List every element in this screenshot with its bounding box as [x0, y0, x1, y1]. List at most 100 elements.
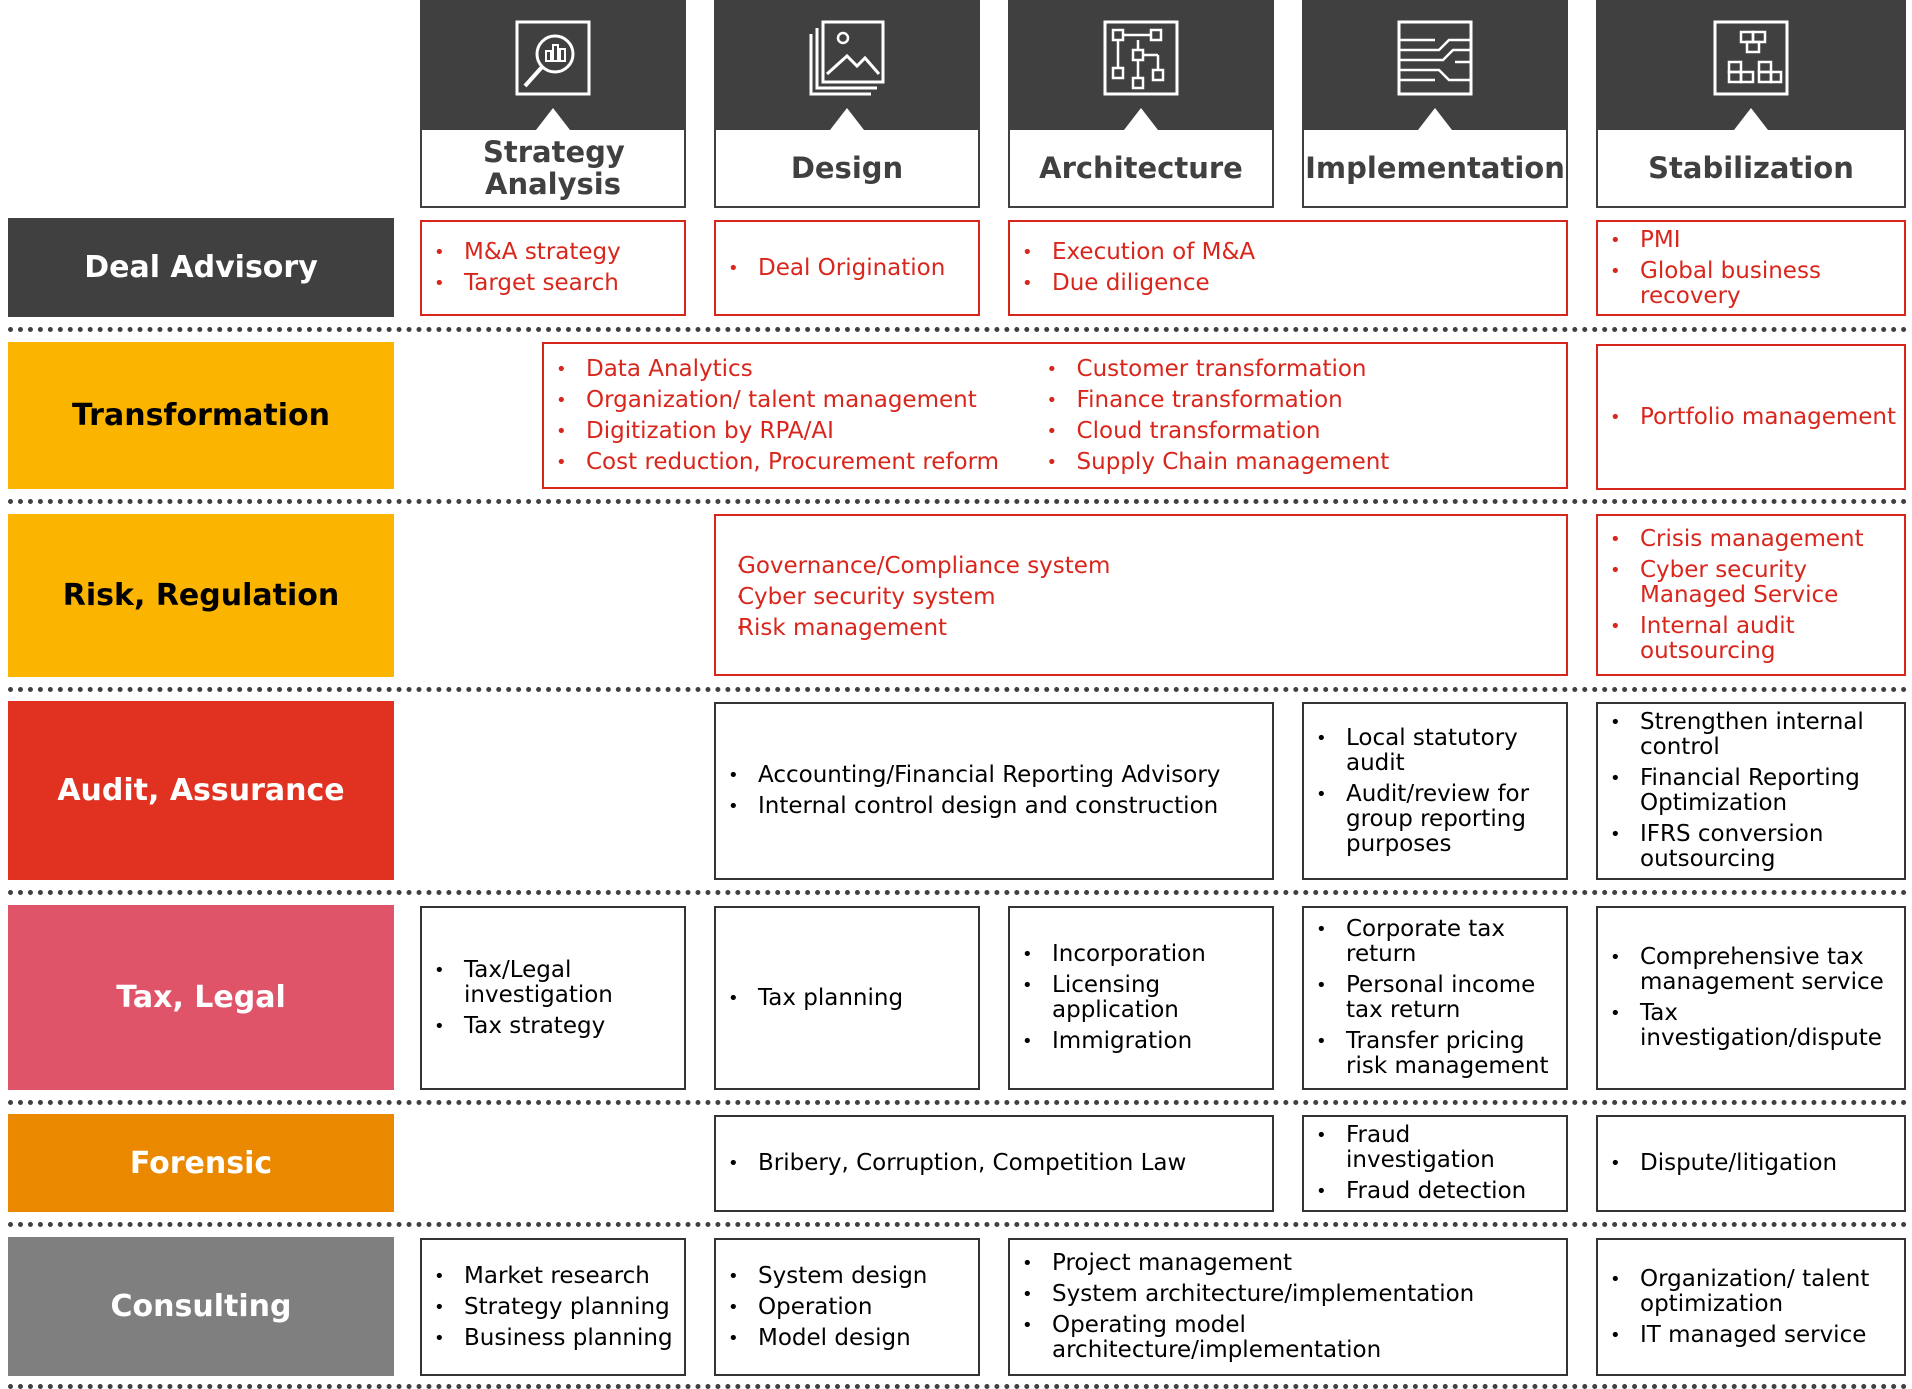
cell-transformation-stabilization: Portfolio management — [1596, 344, 1906, 490]
list-item: Model design — [716, 1325, 978, 1351]
circuit-board-icon — [1397, 20, 1473, 96]
cell-tax-architecture: IncorporationLicensing applicationImmigr… — [1008, 906, 1274, 1090]
row-label-consulting: Consulting — [8, 1237, 394, 1376]
magnifier-chart-icon — [515, 20, 591, 96]
list-item: Financial Reporting Optimization — [1598, 766, 1904, 816]
list-item: Due diligence — [1010, 271, 1566, 297]
list-item: Local statutory audit — [1304, 725, 1566, 776]
bullet-list: Tax/Legal investigationTax strategy — [422, 952, 684, 1045]
stage-header-stabilization: Stabilization — [1596, 0, 1906, 208]
bullet-list: Tax planning — [716, 980, 978, 1017]
bullet-list: Accounting/Financial Reporting AdvisoryI… — [716, 757, 1272, 825]
network-diagram-icon — [1103, 20, 1179, 96]
list-item: Internal control design and construction — [716, 794, 1272, 820]
cell-consulting-strategy: Market researchStrategy planningBusiness… — [420, 1238, 686, 1376]
bullet-list: Deal Origination — [716, 250, 978, 287]
transformation-list-right: Customer transformationFinance transform… — [1035, 351, 1566, 481]
list-item: IFRS conversion outsourcing — [1598, 822, 1904, 872]
bullet-list: Market researchStrategy planningBusiness… — [422, 1258, 684, 1357]
list-item: Licensing application — [1010, 973, 1272, 1023]
list-item: Tax/Legal investigation — [422, 957, 684, 1008]
cell-consulting-stabilization: Organization/ talent optimizationIT mana… — [1596, 1238, 1906, 1376]
row-separator — [8, 687, 1908, 692]
cell-consulting-design: System designOperationModel design — [714, 1238, 980, 1376]
stage-header-implementation: Implementation — [1302, 0, 1568, 208]
row-label-transformation: Transformation — [8, 342, 394, 489]
cell-deal-design: Deal Origination — [714, 220, 980, 316]
list-item: Tax investigation/dispute — [1598, 1001, 1904, 1051]
stage-header-design: Design — [714, 0, 980, 208]
list-item: Fraud detection — [1304, 1179, 1566, 1205]
cell-audit-stabilization: Strengthen internal controlFinancial Rep… — [1596, 702, 1906, 880]
cell-consulting-architecture-implementation: Project managementSystem architecture/im… — [1008, 1238, 1568, 1376]
stage-label: Architecture — [1039, 151, 1243, 185]
stage-header-strategy-analysis: Strategy Analysis — [420, 0, 686, 208]
list-item: Digitization by RPA/AI — [544, 418, 1035, 444]
bullet-list: Fraud investigationFraud detection — [1304, 1117, 1566, 1210]
list-item: System design — [716, 1263, 978, 1289]
bullet-list: PMI Global business recovery — [1598, 222, 1904, 315]
cell-forensic-design-architecture: Bribery, Corruption, Competition Law — [714, 1115, 1274, 1212]
row-label-forensic: Forensic — [8, 1114, 394, 1212]
bullet-list: Dispute/litigation — [1598, 1145, 1904, 1182]
row-separator — [8, 1222, 1908, 1227]
list-item: Execution of M&A — [1010, 240, 1566, 266]
list-item: Accounting/Financial Reporting Advisory — [716, 763, 1272, 789]
row-label-risk-regulation: Risk, Regulation — [8, 514, 394, 677]
bullet-list: Execution of M&A Due diligence — [1010, 234, 1566, 302]
bullet-list: M&A strategyTarget search — [422, 234, 684, 302]
row-separator — [8, 1100, 1908, 1105]
cell-transformation-main: Data AnalyticsOrganization/ talent manag… — [542, 342, 1568, 489]
bullet-list: IncorporationLicensing applicationImmigr… — [1010, 936, 1272, 1060]
row-separator — [8, 1384, 1908, 1389]
bullet-list: System designOperationModel design — [716, 1258, 978, 1357]
cell-audit-design-architecture: Accounting/Financial Reporting AdvisoryI… — [714, 702, 1274, 880]
list-item: Global business recovery — [1598, 259, 1904, 309]
list-item: Strategy planning — [422, 1294, 684, 1320]
list-item: Portfolio management — [1598, 404, 1904, 430]
list-item: Data Analytics — [544, 356, 1035, 382]
list-item: Organization/ talent optimization — [1598, 1266, 1904, 1317]
list-item: Fraud investigation — [1304, 1123, 1566, 1173]
list-item: Comprehensive tax management service — [1598, 945, 1904, 995]
list-item: Customer transformation — [1035, 356, 1566, 382]
list-item: Governance/Compliance system — [716, 554, 1566, 580]
row-separator — [8, 499, 1908, 504]
list-item: Cloud transformation — [1035, 418, 1566, 444]
cell-audit-implementation: Local statutory auditAudit/review for gr… — [1302, 702, 1568, 880]
list-item: Operation — [716, 1294, 978, 1320]
row-label-audit-assurance: Audit, Assurance — [8, 701, 394, 880]
bullet-list: Bribery, Corruption, Competition Law — [716, 1145, 1272, 1182]
list-item: Audit/review for group reporting purpose… — [1304, 781, 1566, 857]
list-item: Risk management — [716, 616, 1566, 642]
cell-tax-design: Tax planning — [714, 906, 980, 1090]
stage-label: Stabilization — [1648, 151, 1854, 185]
list-item: PMI — [1598, 228, 1904, 254]
list-item: Dispute/litigation — [1598, 1151, 1904, 1177]
cell-deal-architecture-implementation: Execution of M&A Due diligence — [1008, 220, 1568, 316]
list-item: Personal income tax return — [1304, 973, 1566, 1023]
bullet-list: Governance/Compliance systemCyber securi… — [716, 548, 1566, 647]
building-blocks-icon — [1713, 20, 1789, 96]
stage-header-architecture: Architecture — [1008, 0, 1274, 208]
stage-label: Implementation — [1305, 151, 1565, 185]
stage-label: Strategy Analysis — [483, 135, 625, 201]
cell-risk-stabilization: Crisis managementCyber security Managed … — [1596, 514, 1906, 676]
list-item: Deal Origination — [716, 255, 978, 281]
bullet-list: Corporate tax returnPersonal income tax … — [1304, 911, 1566, 1085]
list-item: Organization/ talent management — [544, 387, 1035, 413]
cell-forensic-stabilization: Dispute/litigation — [1596, 1115, 1906, 1212]
list-item: Corporate tax return — [1304, 917, 1566, 967]
list-item: Transfer pricing risk management — [1304, 1029, 1566, 1079]
bullet-list: Organization/ talent optimizationIT mana… — [1598, 1261, 1904, 1354]
list-item: Cyber security system — [716, 585, 1566, 611]
cell-risk-main: Governance/Compliance systemCyber securi… — [714, 514, 1568, 676]
bullet-list: Project managementSystem architecture/im… — [1010, 1245, 1566, 1369]
cell-tax-stabilization: Comprehensive tax management serviceTax … — [1596, 906, 1906, 1090]
transformation-list-left: Data AnalyticsOrganization/ talent manag… — [544, 351, 1035, 481]
list-item: Business planning — [422, 1325, 684, 1351]
list-item: Bribery, Corruption, Competition Law — [716, 1151, 1272, 1177]
list-item: Finance transformation — [1035, 387, 1566, 413]
bullet-list: Crisis managementCyber security Managed … — [1598, 521, 1904, 670]
list-item: Operating model architecture/implementat… — [1010, 1313, 1566, 1363]
